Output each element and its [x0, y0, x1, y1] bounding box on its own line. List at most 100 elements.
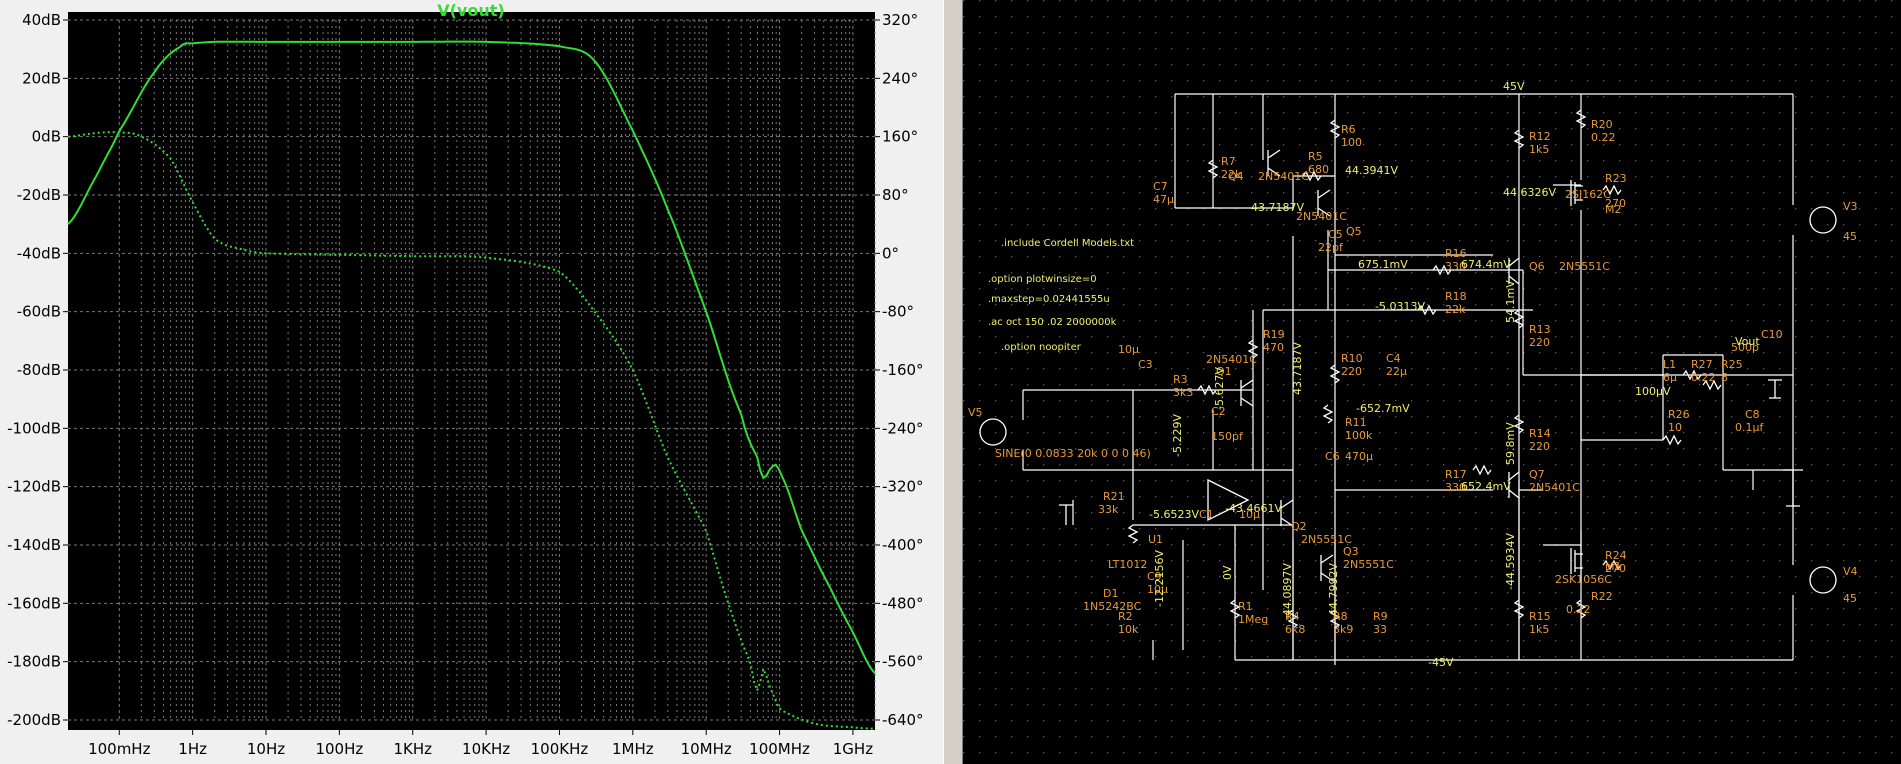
node-voltage-q3-emitter[interactable]: -44.7992V [1327, 563, 1340, 620]
node-voltage-q2-base[interactable]: -43.4661V [1225, 502, 1282, 515]
component-name[interactable]: R19 [1263, 328, 1285, 341]
component-value[interactable]: 470μ [1345, 450, 1373, 463]
component-name[interactable]: Q2 [1291, 520, 1307, 533]
component-name[interactable]: R24 [1605, 549, 1627, 562]
plot-area[interactable] [68, 12, 875, 730]
component-name[interactable]: R13 [1529, 323, 1551, 336]
component-name[interactable]: C6 [1325, 450, 1340, 463]
component-name[interactable]: C4 [1386, 352, 1401, 365]
component-value[interactable]: 2N5401C [1258, 170, 1309, 183]
component-value[interactable]: 6μ [1663, 371, 1677, 384]
node-voltage-q6-base-left[interactable]: 675.1mV [1358, 258, 1408, 271]
component-value[interactable]: LT1012 [1108, 558, 1147, 571]
directive-ac[interactable]: .ac oct 150 .02 2000000k [988, 317, 1117, 328]
source-v4-value[interactable]: 45 [1843, 592, 1857, 605]
pane-divider[interactable] [943, 0, 963, 764]
node-voltage-q1-node[interactable]: -5.627V [1213, 367, 1226, 410]
directive-plotwinsize[interactable]: .option plotwinsize=0 [988, 274, 1097, 285]
component-name[interactable]: L1 [1663, 358, 1676, 371]
component-name[interactable]: R4 [1285, 610, 1300, 623]
component-value[interactable]: 2SK1056C [1555, 573, 1612, 586]
component-value[interactable]: 330 [1445, 481, 1466, 494]
component-name[interactable]: Q4 [1228, 170, 1244, 183]
node-voltage-r13-node[interactable]: 54.1mV [1504, 280, 1517, 323]
component-value[interactable]: 0.22 [1566, 603, 1591, 616]
component-name[interactable]: C3 [1138, 358, 1153, 371]
component-name[interactable]: R23 [1605, 172, 1627, 185]
component-name[interactable]: Q1 [1216, 365, 1232, 378]
component-value[interactable]: 470 [1263, 341, 1284, 354]
directive-noopiter[interactable]: .option noopiter [1001, 342, 1082, 353]
component-name[interactable]: R6 [1341, 123, 1356, 136]
component-value[interactable]: 100 [1341, 136, 1362, 149]
component-value[interactable]: 8 [1721, 371, 1728, 384]
component-value[interactable]: 1N5242BC [1083, 600, 1142, 613]
node-voltage-q1-collector[interactable]: 43.7187V [1291, 342, 1304, 395]
component-value[interactable]: 22k [1445, 303, 1466, 316]
component-value[interactable]: 1k5 [1529, 143, 1549, 156]
component-value[interactable]: 3k3 [1173, 386, 1193, 399]
component-name[interactable]: R12 [1529, 130, 1551, 143]
component-value[interactable]: 3k9 [1333, 623, 1353, 636]
component-value[interactable]: 0.22 [1591, 131, 1616, 144]
schematic-canvas[interactable]: .include Cordell Models.txt .option plot… [963, 0, 1901, 764]
component-value[interactable]: 680 [1308, 163, 1329, 176]
component-name[interactable]: R9 [1373, 610, 1388, 623]
node-voltage-q7-collector[interactable]: -44.5934V [1504, 533, 1517, 590]
component-name[interactable]: R3 [1173, 373, 1188, 386]
component-value[interactable]: 2SJ162C [1565, 188, 1611, 201]
component-value[interactable]: 100k [1345, 429, 1373, 442]
component-name[interactable]: C5 [1328, 228, 1343, 241]
component-name[interactable]: R8 [1333, 610, 1348, 623]
component-value[interactable]: 330 [1445, 260, 1466, 273]
component-name[interactable]: R22 [1591, 590, 1613, 603]
component-value[interactable]: 10 [1668, 421, 1682, 434]
schematic-pane[interactable]: .include Cordell Models.txt .option plot… [963, 0, 1901, 764]
node-voltage-m2-gate[interactable]: 44.6326V [1503, 186, 1556, 199]
node-voltage-r21-node[interactable]: -5.6523V [1149, 508, 1199, 521]
component-value[interactable]: 10μ [1239, 508, 1260, 521]
component-value[interactable]: 22k [1221, 168, 1242, 181]
component-name[interactable]: Q5 [1346, 225, 1362, 238]
component-name[interactable]: U1 [1148, 533, 1163, 546]
component-value[interactable]: 2N5401C [1206, 353, 1257, 366]
node-voltage-c3-node[interactable]: -5.229V [1171, 414, 1184, 457]
component-value[interactable]: 500p [1731, 341, 1759, 354]
component-value[interactable]: 270 [1605, 562, 1626, 575]
component-name[interactable]: R1 [1238, 600, 1253, 613]
magnitude-trace[interactable] [67, 40, 876, 674]
component-name[interactable]: R5 [1308, 150, 1323, 163]
component-value[interactable]: 220 [1529, 336, 1550, 349]
component-name[interactable]: R11 [1345, 416, 1367, 429]
component-name[interactable]: R16 [1445, 247, 1467, 260]
component-value[interactable]: 220 [1529, 440, 1550, 453]
directive-maxstep[interactable]: .maxstep=0.02441555u [988, 294, 1110, 305]
node-voltage-r18-node[interactable]: -5.0313V [1375, 300, 1425, 313]
component-name[interactable]: R14 [1529, 427, 1551, 440]
node-voltage-q5-emitter[interactable]: 44.3941V [1345, 164, 1398, 177]
component-name[interactable]: Q7 [1529, 468, 1545, 481]
node-voltage-u1-out[interactable]: 0V [1221, 565, 1234, 580]
component-name[interactable]: C2 [1211, 405, 1226, 418]
node-voltage-out-node[interactable]: 100μV [1635, 385, 1671, 398]
source-v3-value[interactable]: 45 [1843, 230, 1857, 243]
component-name[interactable]: R18 [1445, 290, 1467, 303]
phase-trace[interactable] [67, 131, 876, 730]
component-name[interactable]: R7 [1221, 155, 1236, 168]
component-value[interactable]: 10k [1118, 623, 1139, 636]
component-value[interactable]: 0.22 [1691, 371, 1716, 384]
directive-include[interactable]: .include Cordell Models.txt [1001, 238, 1134, 249]
component-value[interactable]: 2N5551C [1343, 558, 1394, 571]
component-value[interactable]: 270 [1605, 197, 1626, 210]
component-value[interactable]: 22μ [1386, 365, 1407, 378]
source-v5-name[interactable]: V5 [968, 406, 983, 419]
component-value[interactable]: 2N5401C [1529, 481, 1580, 494]
source-v4-name[interactable]: V4 [1843, 565, 1858, 578]
component-value[interactable]: 2N5551C [1301, 533, 1352, 546]
component-name[interactable]: C9 [1147, 570, 1162, 583]
component-name[interactable]: R21 [1103, 490, 1125, 503]
component-name[interactable]: R15 [1529, 610, 1551, 623]
node-voltage-q2-emitter[interactable]: -44.0897V [1281, 563, 1294, 620]
component-name[interactable]: R20 [1591, 118, 1613, 131]
